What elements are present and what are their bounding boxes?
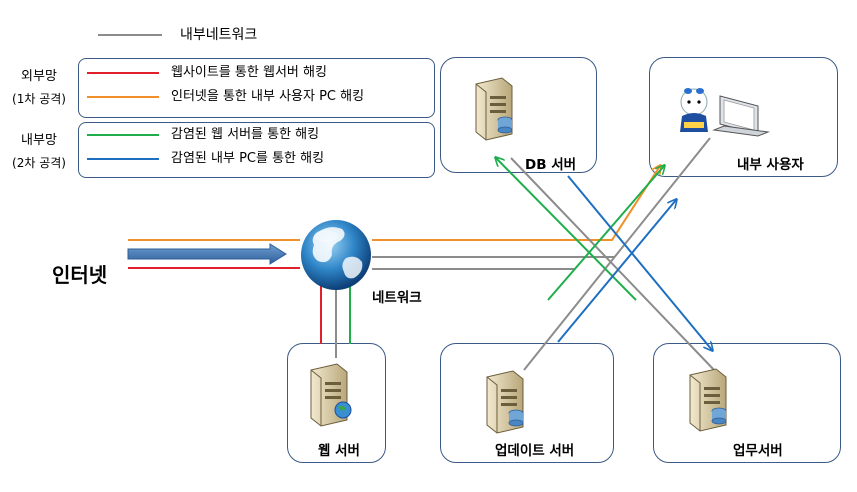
legend-internal-line	[98, 34, 162, 36]
legend-orange-line	[87, 96, 159, 98]
gray-db-to-business-line	[510, 157, 717, 373]
legend-external-box: 웹사이트를 통한 웹서버 해킹 인터넷을 통한 내부 사용자 PC 해킹	[78, 58, 435, 118]
internal-user-label: 내부 사용자	[737, 157, 804, 173]
green-to-user-line	[547, 166, 664, 301]
db-server-label: DB 서버	[525, 157, 577, 173]
legend-internal-network-label: 내부네트워크	[180, 27, 258, 43]
legend-internal-subtitle: (2차 공격)	[12, 156, 66, 170]
internet-arrow-icon	[127, 243, 287, 265]
globe-icon	[301, 220, 371, 290]
blue-to-business-line	[567, 175, 712, 350]
update-server-server-icon	[486, 370, 524, 434]
blue-to-user-line	[557, 200, 676, 343]
legend-internal-title: 내부망	[21, 133, 57, 148]
update-server-label: 업데이트 서버	[495, 443, 575, 459]
user-laptop-icon	[680, 88, 770, 137]
business-server-label: 업무서버	[733, 443, 783, 459]
network-label: 네트워크	[372, 290, 422, 306]
legend-internet-pc-hack-label: 인터넷을 통한 내부 사용자 PC 해킹	[171, 89, 365, 104]
web-server-label: 웹 서버	[318, 443, 360, 459]
legend-external-title: 외부망	[21, 69, 57, 84]
legend-green-line	[87, 134, 159, 136]
db-server-server-icon	[475, 77, 513, 141]
legend-web-hack-label: 웹사이트를 통한 웹서버 해킹	[171, 65, 327, 80]
orange-to-user-line	[372, 166, 660, 241]
legend-red-line	[87, 72, 159, 74]
update-server-box	[440, 343, 614, 463]
legend-infected-web-hack-label: 감염된 웹 서버를 통한 해킹	[171, 127, 320, 142]
internet-label: 인터넷	[52, 263, 108, 287]
business-server-box	[653, 343, 841, 463]
legend-infected-pc-hack-label: 감염된 내부 PC를 통한 해킹	[171, 151, 325, 166]
gray-update-to-user-line	[523, 137, 711, 371]
db-server-box	[440, 57, 597, 173]
business-server-server-icon	[689, 368, 727, 432]
legend-internal-box: 감염된 웹 서버를 통한 해킹 감염된 내부 PC를 통한 해킹	[78, 122, 435, 178]
web-server-server-icon	[310, 363, 352, 427]
legend-external-subtitle: (1차 공격)	[12, 92, 66, 106]
legend-blue-line	[87, 158, 159, 160]
